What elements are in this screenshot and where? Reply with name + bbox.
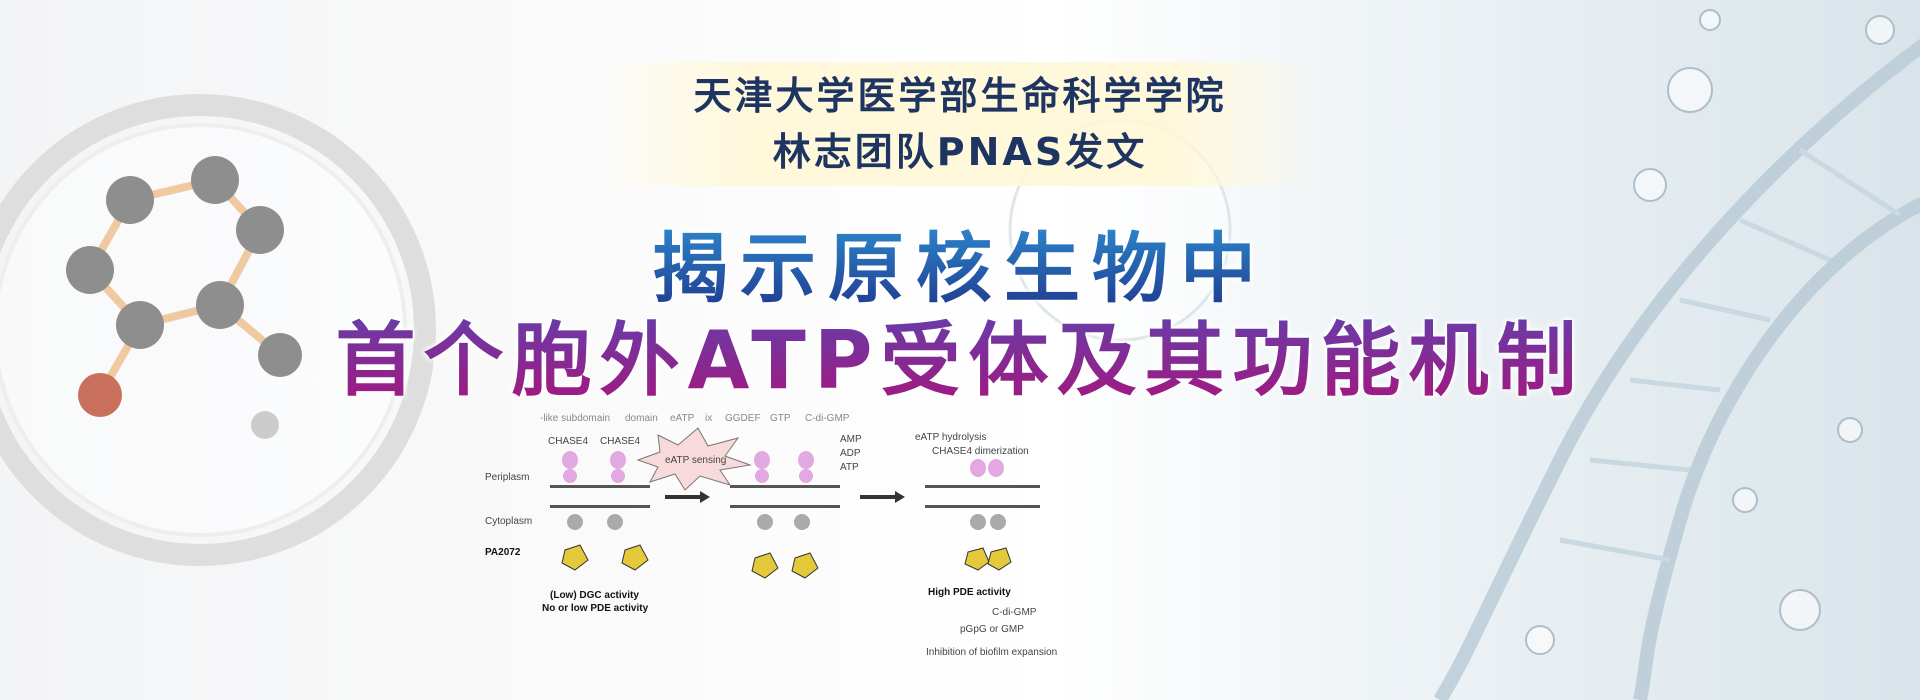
- pgpg-label: pGpG or GMP: [960, 624, 1024, 635]
- cytoplasm-label: Cytoplasm: [485, 516, 532, 527]
- title-line1: 揭示原核生物中: [0, 227, 1920, 310]
- chase4-dimerization-label: CHASE4 dimerization: [932, 446, 1029, 457]
- membrane: [550, 485, 1040, 508]
- cdigmp-label: C-di-GMP: [992, 607, 1037, 618]
- ggdef-domains: [561, 544, 1012, 579]
- faded-label: GTP: [770, 413, 791, 424]
- subtitle-banner: 天津大学医学部生命科学学院 林志团队PNAS发文: [600, 62, 1320, 186]
- amp-label: AMP: [840, 434, 862, 445]
- chase4-label: CHASE4: [600, 436, 640, 447]
- faded-label: ix: [705, 413, 712, 424]
- faded-label: domain: [625, 413, 658, 424]
- cytoplasmic-domains: [567, 514, 1006, 530]
- arrow-icon: [860, 491, 905, 503]
- faded-label: -like subdomain: [540, 413, 610, 424]
- atom-decoration: [66, 156, 302, 439]
- chase4-label: CHASE4: [548, 436, 588, 447]
- dna-rungs-decoration: [1559, 147, 1902, 563]
- panel1-caption: No or low PDE activity: [542, 603, 649, 614]
- eatp-hydrolysis-label: eATP hydrolysis: [915, 432, 986, 443]
- eatp-sensing-label: eATP sensing: [665, 455, 726, 466]
- title-line2: 首个胞外ATP受体及其功能机制: [0, 317, 1920, 404]
- inhibition-label: Inhibition of biofilm expansion: [926, 647, 1057, 658]
- adp-label: ADP: [840, 448, 861, 459]
- faded-label: eATP: [670, 413, 695, 424]
- water-bubbles-decoration: [1525, 9, 1895, 655]
- subtitle-line2: 林志团队PNAS发文: [772, 130, 1148, 174]
- eatp-sensing-burst: eATP sensing: [636, 427, 752, 491]
- chase4-domains: [562, 451, 1004, 483]
- faded-legend: -like subdomain domain eATP ix GGDEF GTP…: [540, 413, 850, 424]
- faded-label: C-di-GMP: [805, 413, 850, 424]
- mechanism-diagram: -like subdomain domain eATP ix GGDEF GTP…: [485, 413, 1057, 658]
- periplasm-label: Periplasm: [485, 472, 529, 483]
- pa2072-label: PA2072: [485, 547, 521, 558]
- magnifying-glass-decoration: [0, 94, 436, 566]
- arrow-icon: [665, 491, 710, 503]
- panel1-caption: (Low) DGC activity: [550, 590, 639, 601]
- subtitle-line1: 天津大学医学部生命科学学院: [693, 74, 1227, 118]
- dna-helix-decoration: [1433, 38, 1920, 700]
- high-pde-label: High PDE activity: [928, 587, 1011, 598]
- atp-label: ATP: [840, 462, 859, 473]
- faded-label: GGDEF: [725, 413, 761, 424]
